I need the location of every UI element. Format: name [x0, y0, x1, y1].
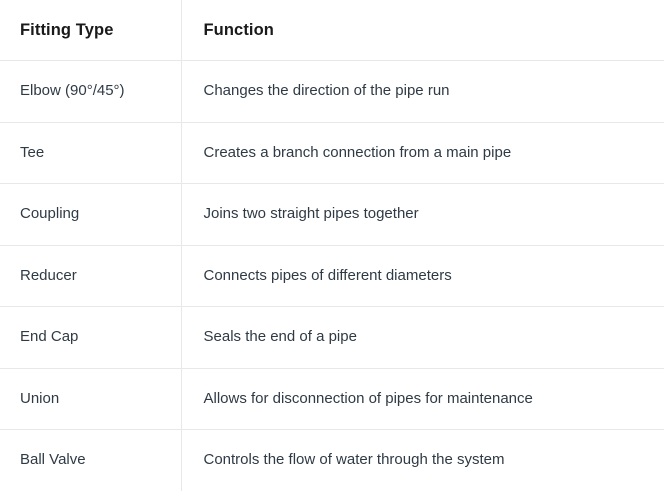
column-header-function: Function — [180, 0, 664, 61]
table-row: Reducer Connects pipes of different diam… — [0, 245, 664, 307]
cell-function: Changes the direction of the pipe run — [180, 60, 664, 123]
cell-function: Seals the end of a pipe — [180, 306, 664, 369]
cell-function: Connects pipes of different diameters — [180, 245, 664, 307]
column-header-fitting-type: Fitting Type — [0, 0, 181, 61]
table-body: Elbow (90°/45°) Changes the direction of… — [0, 60, 664, 491]
table-header: Fitting Type Function — [0, 0, 664, 61]
table-row: Union Allows for disconnection of pipes … — [0, 368, 664, 430]
cell-fitting-type: End Cap — [0, 306, 181, 369]
cell-fitting-type: Union — [0, 368, 181, 430]
cell-function: Controls the flow of water through the s… — [180, 429, 664, 491]
cell-fitting-type: Coupling — [0, 183, 181, 246]
table-row: Coupling Joins two straight pipes togeth… — [0, 183, 664, 246]
cell-function: Joins two straight pipes together — [180, 183, 664, 246]
cell-fitting-type: Tee — [0, 122, 181, 184]
table-row: Ball Valve Controls the flow of water th… — [0, 429, 664, 491]
cell-function: Allows for disconnection of pipes for ma… — [180, 368, 664, 430]
table-row: End Cap Seals the end of a pipe — [0, 306, 664, 369]
cell-fitting-type: Ball Valve — [0, 429, 181, 491]
table-row: Elbow (90°/45°) Changes the direction of… — [0, 60, 664, 123]
cell-function: Creates a branch connection from a main … — [180, 122, 664, 184]
table-row: Tee Creates a branch connection from a m… — [0, 122, 664, 184]
table-header-row: Fitting Type Function — [0, 0, 664, 61]
cell-fitting-type: Reducer — [0, 245, 181, 307]
cell-fitting-type: Elbow (90°/45°) — [0, 60, 181, 123]
